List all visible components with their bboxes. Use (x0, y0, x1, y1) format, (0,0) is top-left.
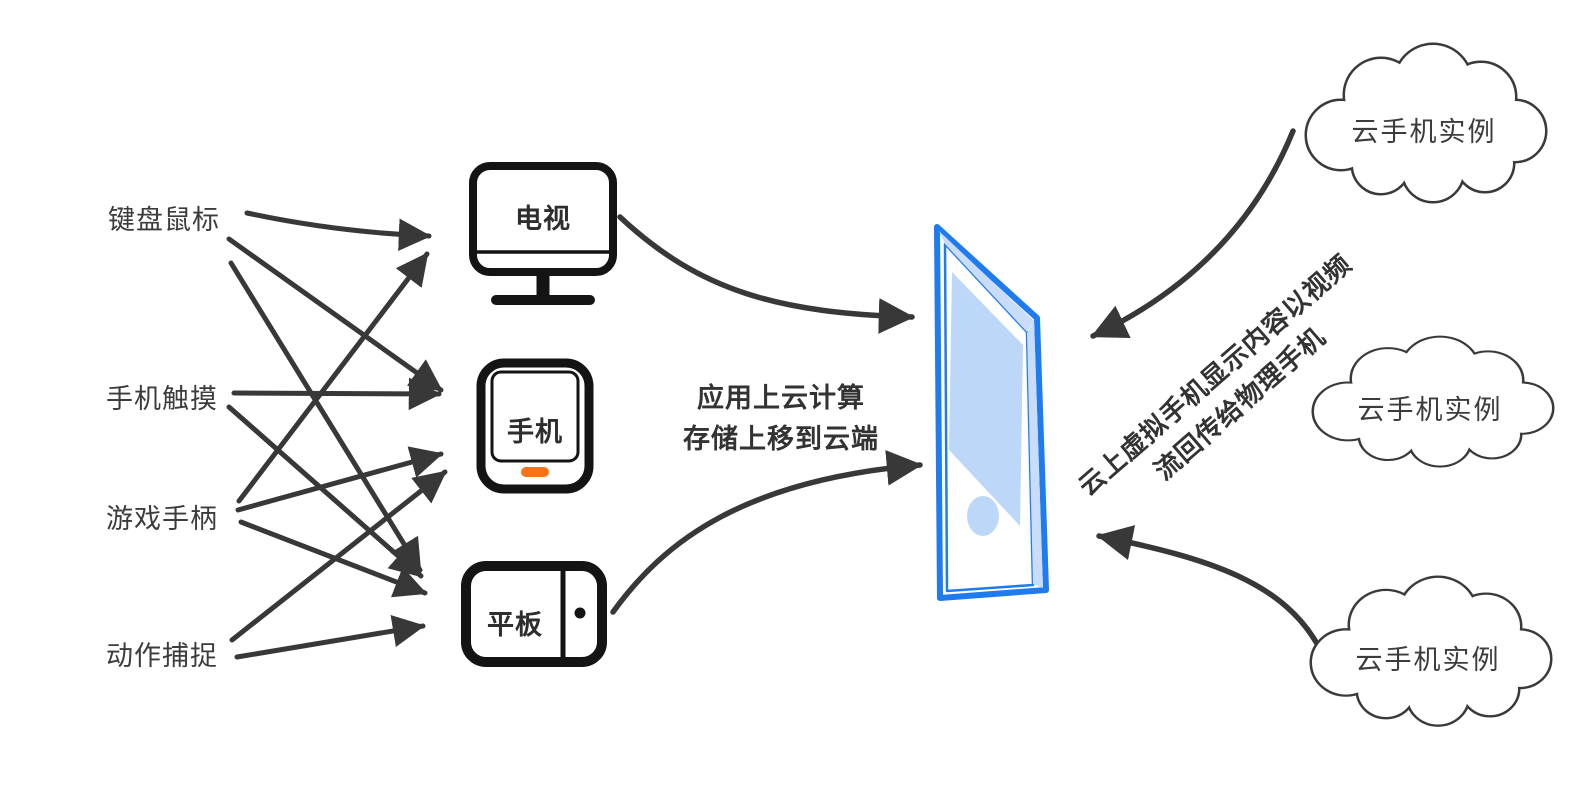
arrow-gamepad-to-tv (236, 251, 430, 504)
arrow-tablet-to-user-phone (610, 450, 923, 615)
phone-label: 手机 (507, 417, 563, 447)
user-phone-top-bevel (939, 231, 1034, 332)
input-label-keyboard-mouse: 键盘鼠标 (108, 205, 220, 235)
input-label-motion-capture: 动作捕捉 (106, 641, 218, 671)
arrow-motion-to-tablet (234, 614, 426, 660)
tablet-home-button (574, 607, 586, 619)
tv-icon (469, 162, 617, 305)
arrow-touch-to-phone (231, 377, 442, 411)
tv-label: 电视 (515, 204, 571, 234)
user-phone-screen (949, 272, 1023, 526)
user-phone-icon (934, 224, 1049, 601)
arrow-cloud-bottom-to-user-phone (1096, 525, 1324, 654)
arrow-gamepad-to-phone (235, 446, 444, 513)
cloud-middle-label: 云手机实例 (1357, 395, 1503, 425)
arrow-keyboard-to-phone (226, 236, 444, 393)
phone-home-bar (521, 467, 549, 477)
center-annotation-line2: 存储上移到云端 (683, 423, 879, 454)
user-phone-home-button (967, 496, 999, 536)
arrow-keyboard-to-tv (244, 210, 432, 251)
tablet-label: 平板 (487, 610, 543, 640)
arrow-touch-to-tablet (226, 404, 424, 579)
input-label-gamepad: 游戏手柄 (106, 504, 218, 534)
tablet-icon (461, 561, 607, 667)
cloud-bottom-label: 云手机实例 (1355, 645, 1501, 675)
center-annotation-line1: 应用上云计算 (697, 383, 865, 413)
arrow-cloud-top-to-user-phone (1090, 128, 1296, 339)
arrow-motion-to-phone (229, 469, 448, 643)
phone-icon (476, 358, 594, 494)
center-annotation: 应用上云计算 存储上移到云端 (636, 378, 926, 459)
input-label-phone-touch: 手机触摸 (106, 384, 218, 414)
user-phone-side-edge (1027, 321, 1043, 588)
cloud-top-label: 云手机实例 (1351, 117, 1497, 147)
arrow-tv-to-user-phone (617, 214, 915, 334)
